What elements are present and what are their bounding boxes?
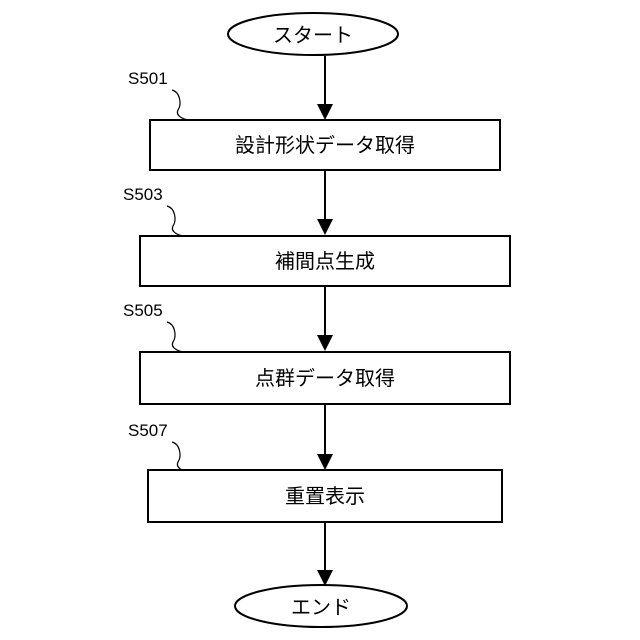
arrowhead bbox=[317, 219, 333, 235]
arrowhead bbox=[317, 570, 333, 586]
start-terminator: スタート bbox=[228, 13, 398, 55]
arrowhead bbox=[317, 104, 333, 120]
step-id-leader bbox=[172, 442, 191, 472]
process-label: 設計形状データ取得 bbox=[235, 133, 415, 157]
step-id-leader bbox=[172, 90, 191, 120]
step-id-label: S507 bbox=[128, 421, 168, 440]
step-id-label: S505 bbox=[123, 301, 163, 320]
step-id-label: S501 bbox=[128, 69, 168, 88]
process-label: 補間点生成 bbox=[275, 249, 375, 273]
step-id-leader bbox=[167, 322, 186, 352]
process-label: 重置表示 bbox=[285, 484, 365, 508]
step-id-leader bbox=[167, 206, 186, 236]
process-label: 点群データ取得 bbox=[255, 366, 395, 390]
process-step-s501: S501 設計形状データ取得 bbox=[128, 69, 500, 170]
process-step-s503: S503 補間点生成 bbox=[123, 185, 510, 286]
end-terminator: エンド bbox=[235, 585, 407, 627]
arrow-s503-to-s505 bbox=[317, 286, 333, 351]
arrow-s505-to-s507 bbox=[317, 404, 333, 470]
arrowhead bbox=[317, 454, 333, 470]
arrow-start-to-s501 bbox=[317, 56, 333, 120]
arrow-s501-to-s503 bbox=[317, 170, 333, 235]
start-label: スタート bbox=[273, 23, 353, 47]
arrowhead bbox=[317, 335, 333, 351]
end-label: エンド bbox=[291, 595, 351, 619]
arrow-s507-to-end bbox=[317, 522, 333, 586]
process-step-s505: S505 点群データ取得 bbox=[123, 301, 510, 404]
process-step-s507: S507 重置表示 bbox=[128, 421, 502, 522]
step-id-label: S503 bbox=[123, 185, 163, 204]
